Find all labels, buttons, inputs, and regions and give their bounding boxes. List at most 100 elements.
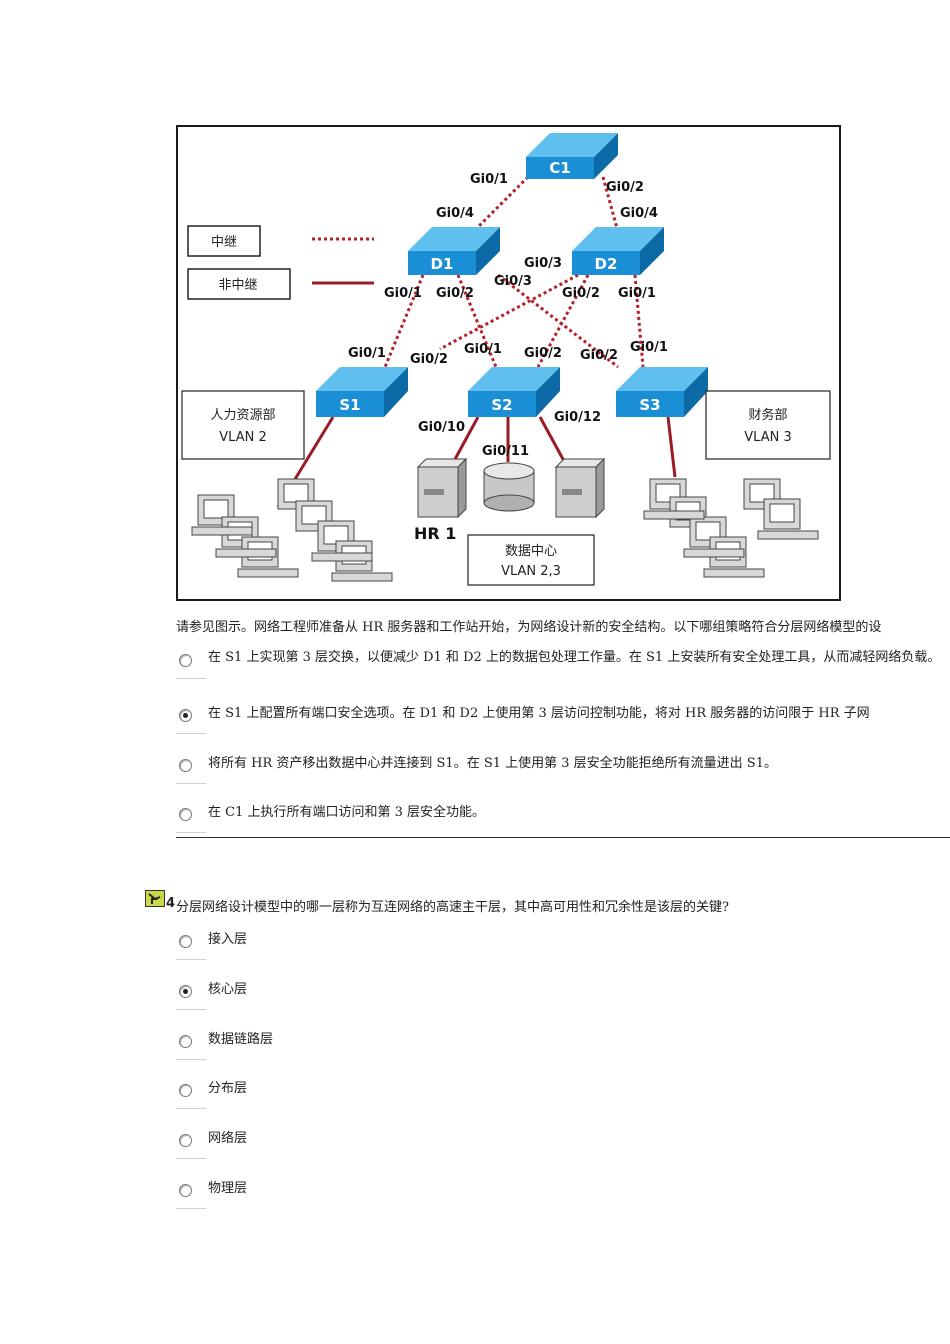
link-c1-d1 (466, 175, 530, 239)
radio-circle-icon (179, 808, 192, 821)
access-links (276, 416, 677, 508)
legend-nontrunk-box (187, 268, 291, 300)
q3-option-4-radio[interactable] (176, 806, 206, 833)
trunk-links (381, 175, 645, 373)
q4-option-3-label: 数据链路层 (208, 1032, 274, 1047)
switch-label-s3: S3 (639, 396, 660, 414)
radio-circle-icon (179, 654, 192, 667)
question-marker-icon (145, 890, 165, 907)
q4-option-3[interactable]: 数据链路层 (176, 1029, 950, 1060)
port-d2-gi04: Gi0/4 (620, 206, 658, 221)
switch-s3: S3 (616, 367, 708, 417)
q4-option-4-label: 分布层 (208, 1081, 248, 1096)
hr-dept-name: 人力资源部 (210, 408, 275, 423)
port-s2-gi02: Gi0/2 (524, 346, 562, 361)
q4-option-1-radio[interactable] (176, 933, 206, 960)
port-d1-gi02: Gi0/2 (436, 286, 474, 301)
switch-label-s2: S2 (491, 396, 512, 414)
q4-option-4-radio[interactable] (176, 1082, 206, 1109)
q3-option-3[interactable]: 将所有 HR 资产移出数据中心并连接到 S1。在 S1 上使用第 3 层安全功能… (176, 753, 950, 784)
q4-option-6[interactable]: 物理层 (176, 1178, 950, 1209)
radio-circle-icon (179, 1084, 192, 1097)
port-d1-gi01: Gi0/1 (384, 286, 422, 301)
finance-dept-name: 财务部 (748, 407, 787, 423)
q4-option-3-radio[interactable] (176, 1033, 206, 1060)
radio-checked-icon (179, 985, 192, 998)
switch-d2: D2 (572, 227, 664, 275)
port-d2-gi03: Gi0/3 (524, 256, 562, 271)
hr1-label: HR 1 (414, 524, 456, 543)
port-d1-gi04: Gi0/4 (436, 206, 474, 221)
q3-option-3-radio[interactable] (176, 757, 206, 784)
port-s3-gi01: Gi0/1 (630, 340, 668, 355)
hr-workstations (191, 478, 393, 582)
switch-label-s1: S1 (339, 396, 360, 414)
port-d2-gi02: Gi0/2 (562, 286, 600, 301)
port-s1-gi01: Gi0/1 (348, 346, 386, 361)
q3-option-3-label: 将所有 HR 资产移出数据中心并连接到 S1。在 S1 上使用第 3 层安全功能… (208, 756, 777, 771)
port-s2-gi011: Gi0/11 (482, 444, 529, 459)
radio-circle-icon (179, 1184, 192, 1197)
finance-workstations (643, 478, 819, 578)
finance-dept-vlan: VLAN 3 (744, 430, 791, 445)
port-c1-gi01: Gi0/1 (470, 172, 508, 187)
switch-label-d2: D2 (595, 255, 618, 273)
q4-option-5-radio[interactable] (176, 1132, 206, 1159)
radio-checked-icon (179, 709, 192, 722)
q3-option-2-label: 在 S1 上配置所有端口安全选项。在 D1 和 D2 上使用第 3 层访问控制功… (208, 706, 870, 721)
q4-option-1[interactable]: 接入层 (176, 929, 950, 960)
legend-trunk-box (187, 225, 261, 257)
radio-circle-icon (179, 935, 192, 948)
switch-s1: S1 (316, 367, 408, 417)
network-diagram: C1 D1 D2 S1 S2 S3 Gi0/1 Gi0/2 Gi0/4 Gi0/… (176, 125, 841, 601)
q4-option-2-radio[interactable] (176, 983, 206, 1010)
q3-question-text: 请参见图示。网络工程师准备从 HR 服务器和工作站开始，为网络设计新的安全结构。… (176, 620, 882, 635)
q3-option-2[interactable]: 在 S1 上配置所有端口安全选项。在 D1 和 D2 上使用第 3 层访问控制功… (176, 703, 950, 734)
datacenter-box (467, 534, 595, 586)
legend-nontrunk-label: 非中继 (218, 278, 257, 293)
q4-option-1-label: 接入层 (208, 932, 248, 947)
finance-dept-box (705, 390, 831, 460)
q4-option-6-label: 物理层 (208, 1181, 248, 1196)
port-s2-gi012: Gi0/12 (554, 410, 601, 425)
switch-d1: D1 (408, 227, 500, 275)
port-d1-gi03: Gi0/3 (494, 274, 532, 289)
port-s1-gi02: Gi0/2 (410, 352, 448, 367)
radio-circle-icon (179, 759, 192, 772)
q4-option-5[interactable]: 网络层 (176, 1128, 950, 1159)
hr-dept-vlan: VLAN 2 (219, 430, 266, 445)
q3-option-1-radio[interactable] (176, 652, 206, 679)
port-d2-gi01: Gi0/1 (618, 286, 656, 301)
switch-label-c1: C1 (549, 159, 570, 177)
q3-option-4-label: 在 C1 上执行所有端口访问和第 3 层安全功能。 (208, 805, 486, 820)
datacenter-vlan: VLAN 2,3 (501, 564, 561, 579)
link-d1-s3 (497, 273, 619, 369)
hr-dept-box (181, 390, 305, 460)
topology-svg: C1 D1 D2 S1 S2 S3 Gi0/1 Gi0/2 Gi0/4 Gi0/… (181, 133, 831, 586)
hr1-server (416, 457, 468, 519)
switch-s2: S2 (468, 367, 560, 417)
arrow-icon (148, 893, 161, 904)
radio-circle-icon (179, 1134, 192, 1147)
link-d2-s1 (439, 273, 579, 351)
q4-option-6-radio[interactable] (176, 1182, 206, 1209)
q3-option-1[interactable]: 在 S1 上实现第 3 层交换，以便减少 D1 和 D2 上的数据包处理工作量。… (176, 646, 950, 690)
q3-option-4[interactable]: 在 C1 上执行所有端口访问和第 3 层安全功能。 (176, 802, 950, 833)
q4-question-text: 分层网络设计模型中的哪一层称为互连网络的高速主干层，其中高可用性和冗余性是该层的… (176, 900, 729, 915)
port-s2-gi01: Gi0/1 (464, 342, 502, 357)
radio-circle-icon (179, 1035, 192, 1048)
q4-option-2-label: 核心层 (208, 982, 248, 997)
link-d1-s2 (456, 274, 498, 368)
q4-option-4[interactable]: 分布层 (176, 1078, 950, 1109)
switch-c1: C1 (526, 133, 618, 179)
q3-option-1-label: 在 S1 上实现第 3 层交换，以便减少 D1 和 D2 上的数据包处理工作量。… (208, 650, 941, 665)
q4-option-2[interactable]: 核心层 (176, 979, 950, 1010)
port-c1-gi02: Gi0/2 (606, 180, 644, 195)
datacenter-name: 数据中心 (505, 544, 557, 559)
port-s3-gi02: Gi0/2 (580, 348, 618, 363)
q3-option-2-radio[interactable] (176, 707, 206, 734)
question-divider (176, 837, 950, 838)
switch-label-d1: D1 (431, 255, 454, 273)
link-s3-hosts (666, 416, 677, 478)
storage-icon (483, 462, 535, 512)
